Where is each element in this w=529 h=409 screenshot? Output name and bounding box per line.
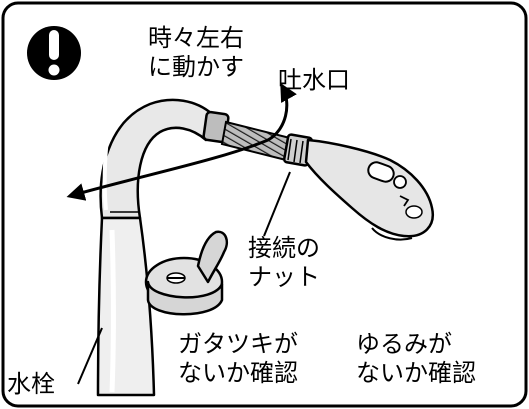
lever-handle	[144, 230, 228, 316]
loose-line-1: ゆるみが	[356, 330, 452, 358]
twist-line-1: 時々左右	[148, 24, 244, 52]
twist-line-2: に動かす	[148, 53, 244, 81]
loose-line-2: ないか確認	[356, 359, 476, 387]
spray-head	[304, 138, 435, 241]
nut-line-2: ナット	[248, 263, 320, 291]
connection-nut-label: 接続の ナット	[248, 234, 320, 292]
check-loose-label: ゆるみが ないか確認	[356, 330, 476, 388]
nut-line-1: 接続の	[248, 234, 320, 262]
faucet-leader-line	[77, 327, 103, 385]
nut-leader-line	[263, 171, 291, 237]
rotate-arrow	[66, 82, 297, 201]
shaky-line-1: ガタツキが	[178, 330, 298, 358]
shaky-line-2: ないか確認	[178, 359, 298, 387]
twist-instruction: 時々左右 に動かす	[148, 24, 244, 82]
check-shaky-label: ガタツキが ないか確認	[178, 330, 298, 388]
spout-outlet-label: 吐水口	[278, 66, 350, 94]
faucet-body-label: 水栓	[7, 370, 55, 398]
exclamation-circle-icon	[27, 26, 81, 80]
